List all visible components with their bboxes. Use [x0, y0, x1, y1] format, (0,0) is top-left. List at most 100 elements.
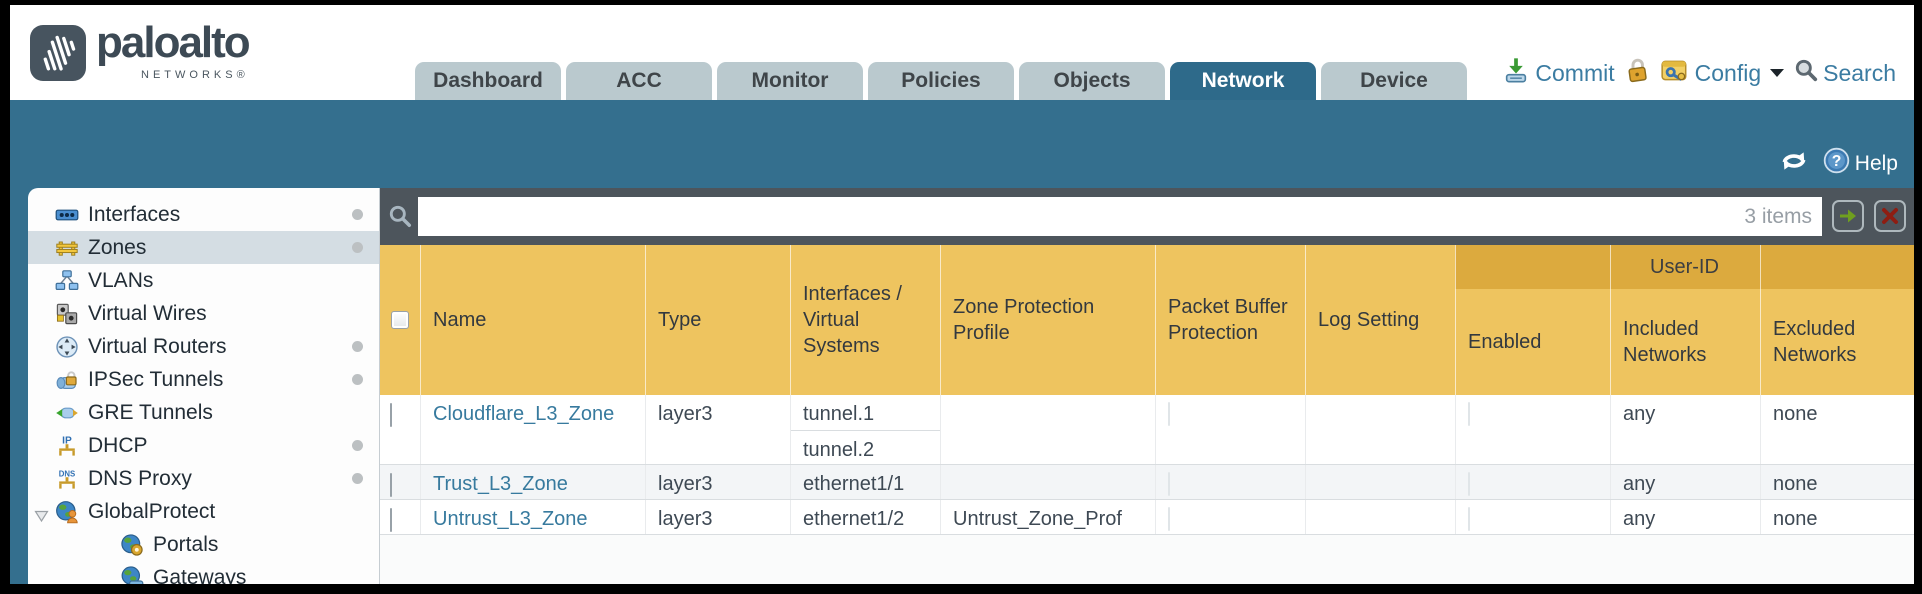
- column-header-type[interactable]: Type: [645, 245, 790, 395]
- status-dot: [352, 341, 363, 352]
- tab-acc[interactable]: ACC: [566, 62, 712, 100]
- refresh-icon[interactable]: [1779, 148, 1809, 180]
- chevron-down-icon: [1770, 69, 1785, 77]
- interface-entry: tunnel.2: [791, 430, 940, 465]
- sidebar-item-interfaces[interactable]: Interfaces: [28, 198, 379, 231]
- column-header-name[interactable]: Name: [420, 245, 645, 395]
- table-body: Cloudflare_L3_Zone layer3 tunnel.1 tunne…: [380, 395, 1914, 535]
- config-menu[interactable]: Config: [1660, 57, 1785, 89]
- column-header-packet-buffer[interactable]: Packet Buffer Protection: [1155, 245, 1305, 395]
- main-nav-tabs: Dashboard ACC Monitor Policies Objects N…: [415, 62, 1472, 100]
- commit-icon: [1502, 56, 1530, 90]
- zones-icon: [55, 236, 79, 260]
- zone-type: layer3: [645, 465, 790, 499]
- tab-dashboard[interactable]: Dashboard: [415, 62, 561, 100]
- content-area: Interfaces Zones VLANs Vir: [10, 188, 1914, 584]
- commit-button[interactable]: Commit: [1502, 56, 1615, 90]
- status-dot: [352, 374, 363, 385]
- log-setting: [1305, 500, 1455, 534]
- zone-interfaces: ethernet1/2: [790, 500, 940, 534]
- zone-name-link[interactable]: Untrust_L3_Zone: [433, 508, 588, 530]
- clear-filter-button[interactable]: [1874, 200, 1906, 232]
- select-all-checkbox[interactable]: [391, 311, 409, 329]
- user-id-enabled-checkbox[interactable]: [1468, 402, 1470, 426]
- sidebar-item-portals[interactable]: Portals: [28, 528, 379, 561]
- app-window: paloalto NETWORKS® Dashboard ACC Monitor…: [10, 5, 1914, 584]
- zone-interfaces: tunnel.1 tunnel.2: [790, 395, 940, 464]
- tab-network[interactable]: Network: [1170, 62, 1316, 100]
- sidebar-item-globalprotect[interactable]: GlobalProtect: [28, 495, 379, 528]
- sidebar-item-gateways[interactable]: Gateways: [28, 561, 379, 584]
- zone-protection-profile: [940, 465, 1155, 499]
- lock-icon[interactable]: [1625, 57, 1650, 90]
- filter-bar: 3 items: [380, 188, 1914, 245]
- packet-buffer-checkbox[interactable]: [1168, 402, 1170, 426]
- column-header-zone-protection[interactable]: Zone Protection Profile: [940, 245, 1155, 395]
- column-header-log-setting[interactable]: Log Setting: [1305, 245, 1455, 395]
- column-header-enabled[interactable]: Enabled: [1455, 245, 1610, 395]
- dns-proxy-icon: DNS: [55, 467, 79, 491]
- brand-subtitle: NETWORKS®: [141, 69, 249, 81]
- table-row: Cloudflare_L3_Zone layer3 tunnel.1 tunne…: [380, 395, 1914, 465]
- tab-monitor[interactable]: Monitor: [717, 62, 863, 100]
- tab-device[interactable]: Device: [1321, 62, 1467, 100]
- excluded-networks: none: [1760, 465, 1914, 499]
- config-icon: [1660, 57, 1690, 89]
- user-id-enabled-checkbox[interactable]: [1468, 472, 1470, 496]
- excluded-networks: none: [1760, 500, 1914, 534]
- included-networks: any: [1610, 465, 1760, 499]
- user-id-enabled-checkbox[interactable]: [1468, 507, 1470, 531]
- expand-triangle-icon[interactable]: [34, 505, 49, 529]
- status-dot: [352, 473, 363, 484]
- gateways-icon: [120, 565, 144, 584]
- sidebar-item-zones[interactable]: Zones: [28, 231, 379, 264]
- sidebar-item-virtual-routers[interactable]: Virtual Routers: [28, 330, 379, 363]
- sidebar-item-dhcp[interactable]: IP DHCP: [28, 429, 379, 462]
- row-checkbox[interactable]: [390, 473, 392, 497]
- sidebar-item-gre-tunnels[interactable]: GRE Tunnels: [28, 396, 379, 429]
- packet-buffer-checkbox[interactable]: [1168, 507, 1170, 531]
- packet-buffer-checkbox[interactable]: [1168, 472, 1170, 496]
- status-dot: [352, 440, 363, 451]
- paloalto-logo-icon: [30, 25, 86, 81]
- interfaces-icon: [55, 203, 79, 227]
- sidebar-item-vlans[interactable]: VLANs: [28, 264, 379, 297]
- svg-text:DNS: DNS: [59, 469, 75, 478]
- dhcp-icon: IP: [55, 434, 79, 458]
- svg-text:IP: IP: [62, 435, 72, 446]
- virtual-wires-icon: [55, 302, 79, 326]
- zone-name-link[interactable]: Cloudflare_L3_Zone: [433, 403, 615, 425]
- help-button[interactable]: ? Help: [1823, 147, 1898, 180]
- filter-search-icon: [388, 204, 412, 233]
- network-sidebar: Interfaces Zones VLANs Vir: [28, 188, 380, 584]
- row-checkbox[interactable]: [390, 403, 392, 427]
- zone-protection-profile: [940, 395, 1155, 464]
- zones-panel: 3 items User-ID Name Type Interfaces / V…: [380, 188, 1914, 584]
- table-header: User-ID Name Type Interfaces / Virtual S…: [380, 245, 1914, 395]
- table-row: Trust_L3_Zone layer3 ethernet1/1 any non…: [380, 465, 1914, 500]
- row-checkbox[interactable]: [390, 508, 392, 532]
- apply-filter-button[interactable]: [1832, 200, 1864, 232]
- sidebar-item-ipsec-tunnels[interactable]: IPSec Tunnels: [28, 363, 379, 396]
- included-networks: any: [1610, 395, 1760, 464]
- header-actions: Commit C: [1502, 56, 1896, 90]
- sidebar-item-virtual-wires[interactable]: Virtual Wires: [28, 297, 379, 330]
- column-header-included-networks[interactable]: Included Networks: [1610, 245, 1760, 395]
- sub-header-band: ? Help: [10, 100, 1914, 188]
- log-setting: [1305, 465, 1455, 499]
- included-networks: any: [1610, 500, 1760, 534]
- tab-objects[interactable]: Objects: [1019, 62, 1165, 100]
- tab-policies[interactable]: Policies: [868, 62, 1014, 100]
- status-dot: [352, 242, 363, 253]
- interface-entry: tunnel.1: [803, 403, 875, 425]
- zone-type: layer3: [645, 395, 790, 464]
- vlans-icon: [55, 269, 79, 293]
- zone-name-link[interactable]: Trust_L3_Zone: [433, 473, 568, 495]
- column-header-excluded-networks[interactable]: Excluded Networks: [1760, 245, 1914, 395]
- sidebar-item-dns-proxy[interactable]: DNS DNS Proxy: [28, 462, 379, 495]
- virtual-routers-icon: [55, 335, 79, 359]
- filter-input[interactable]: [418, 197, 1822, 236]
- user-id-group-header: User-ID: [1455, 245, 1914, 289]
- search-button[interactable]: Search: [1794, 58, 1896, 88]
- column-header-interfaces[interactable]: Interfaces / Virtual Systems: [790, 245, 940, 395]
